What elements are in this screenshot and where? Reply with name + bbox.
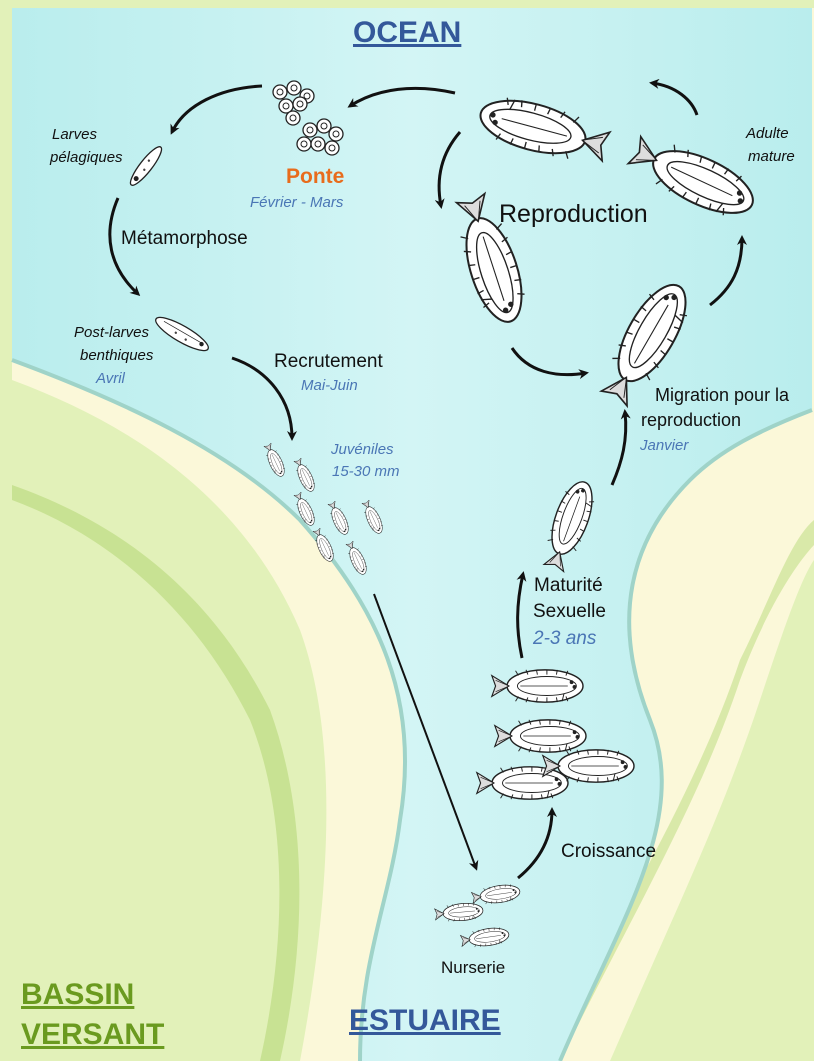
estuaire-title: ESTUAIRE bbox=[349, 1004, 501, 1038]
age-label: 2-3 ans bbox=[533, 628, 596, 650]
avril-label: Avril bbox=[96, 370, 125, 387]
metamorphose-label: Métamorphose bbox=[121, 228, 248, 250]
bassin-title-line1: BASSIN bbox=[21, 978, 134, 1012]
janvier-label: Janvier bbox=[640, 437, 688, 454]
juveniles-label-2: 15-30 mm bbox=[332, 463, 400, 480]
bassin-title-line2: VERSANT bbox=[21, 1018, 164, 1052]
migration-label-2: reproduction bbox=[641, 410, 741, 431]
fevrier-mars-label: Février - Mars bbox=[250, 194, 343, 211]
migration-label-1: Migration pour la bbox=[655, 385, 789, 406]
mai-juin-label: Mai-Juin bbox=[301, 377, 358, 394]
nurserie-label: Nurserie bbox=[441, 958, 505, 978]
ponte-label: Ponte bbox=[286, 165, 344, 189]
larves-label-2: pélagiques bbox=[50, 149, 123, 166]
recrutement-label: Recrutement bbox=[274, 351, 383, 373]
croissance-label: Croissance bbox=[561, 841, 656, 863]
reproduction-label: Reproduction bbox=[499, 200, 648, 229]
adulte-label-1: Adulte bbox=[746, 125, 789, 142]
adulte-label-2: mature bbox=[748, 148, 795, 165]
maturite-label-2: Sexuelle bbox=[533, 601, 606, 623]
post-larves-label-1: Post-larves bbox=[74, 324, 149, 341]
post-larves-label-2: benthiques bbox=[80, 347, 153, 364]
ocean-title: OCEAN bbox=[353, 16, 461, 50]
juveniles-label-1: Juvéniles bbox=[331, 441, 394, 458]
larves-label-1: Larves bbox=[52, 126, 97, 143]
maturite-label-1: Maturité bbox=[534, 575, 603, 597]
